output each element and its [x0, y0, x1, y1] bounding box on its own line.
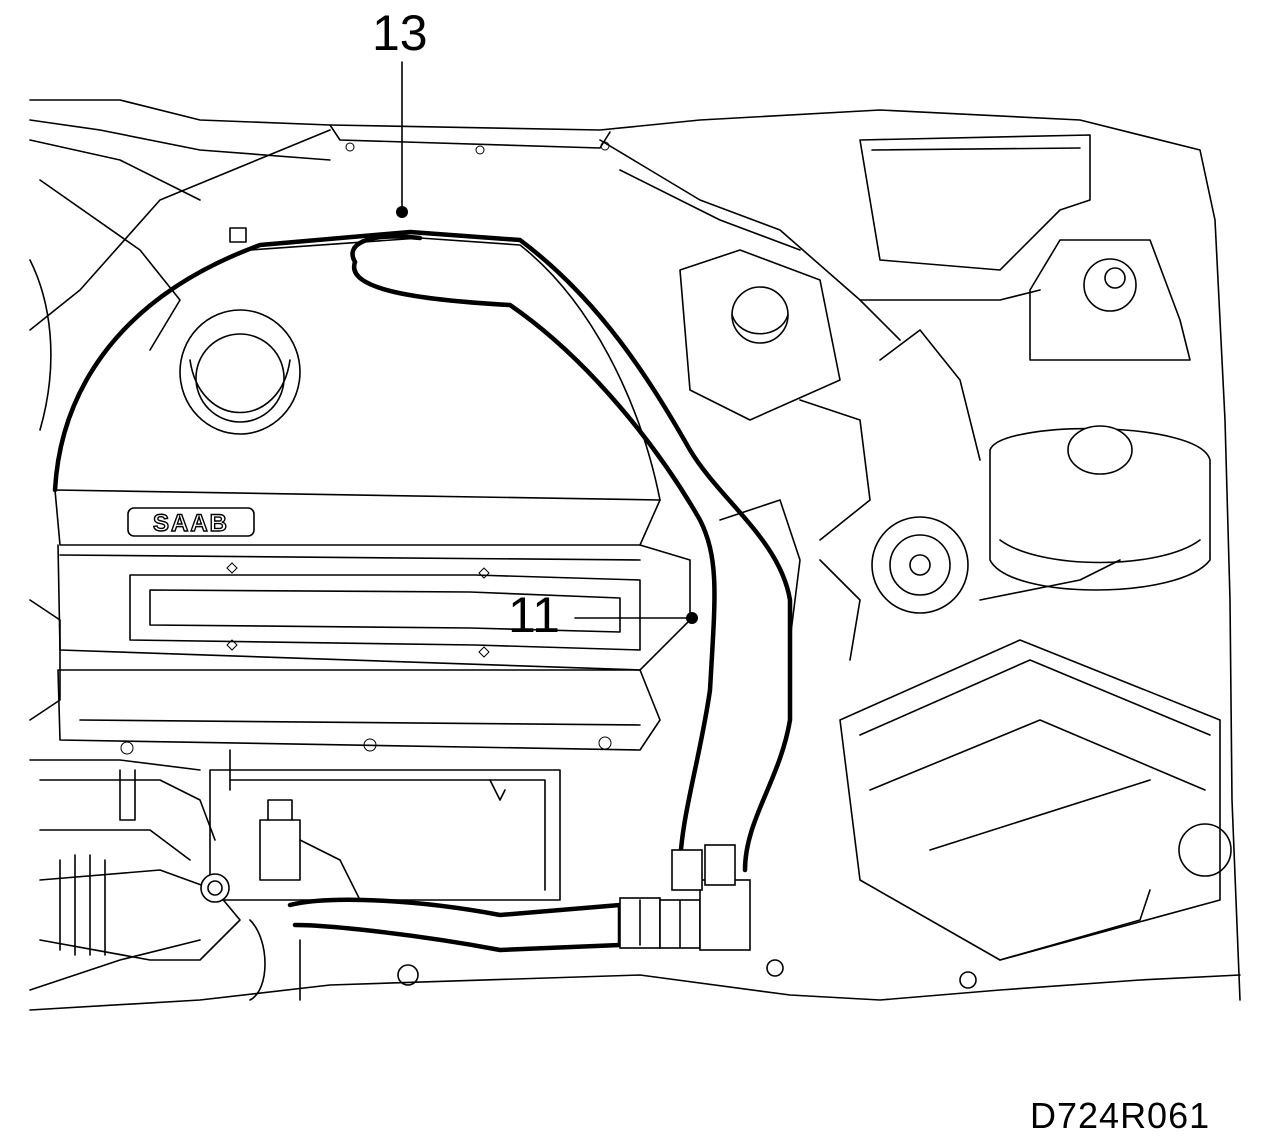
lower-engine: [39, 749, 561, 1001]
figure-reference-id: D724R061: [1030, 1095, 1211, 1136]
body-outline: [29, 99, 1241, 1011]
callout-number-13: 13: [372, 5, 428, 61]
right-components: [599, 134, 1232, 989]
engine-cover: [54, 237, 661, 501]
hose-highlight-inner: [350, 234, 423, 265]
svg-text:SAAB: SAAB: [153, 510, 229, 537]
callout-13-dot: [396, 206, 408, 218]
callout-11-dot: [686, 612, 698, 624]
saab-emblem: SAAB: [127, 507, 255, 538]
callout-number-11: 11: [508, 587, 560, 643]
hose-highlight: [351, 259, 717, 873]
lower-hose-highlight: [287, 897, 623, 953]
engine-cover-outline-highlight: [52, 229, 793, 873]
hose-connector: [619, 844, 751, 951]
callout-leaders: [396, 61, 698, 624]
valve-cover: [54, 489, 691, 755]
